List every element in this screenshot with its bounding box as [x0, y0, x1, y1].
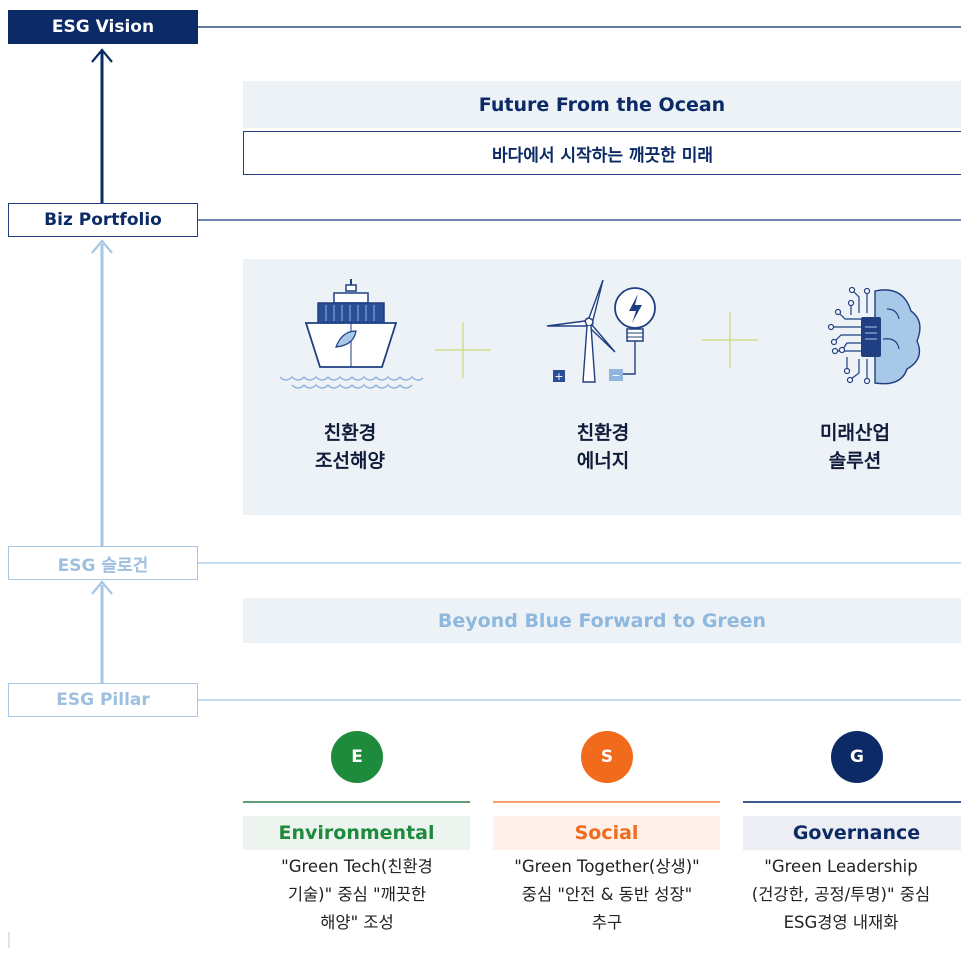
- vision-subtitle: 바다에서 시작하는 깨끗한 미래: [243, 131, 961, 175]
- level-label-portfolio: Biz Portfolio: [8, 203, 198, 237]
- plus-icon: [435, 322, 491, 378]
- portfolio-item-line1: 친환경: [323, 422, 377, 444]
- ai-brain-icon: [827, 286, 921, 385]
- svg-text:+: +: [554, 370, 563, 383]
- portfolio-item-line2: 솔루션: [828, 450, 882, 472]
- portfolio-item-future-solution: 미래산업 솔루션: [775, 419, 935, 475]
- plus-icon: [702, 312, 758, 368]
- portfolio-item-eco-shipbuilding: 친환경 조선해양: [270, 419, 430, 475]
- eco-ship-icon: [279, 279, 423, 389]
- pillar-name-governance: Governance: [743, 816, 961, 850]
- pillar-rule-e: [243, 801, 470, 803]
- pillar-name-social: Social: [493, 816, 720, 850]
- portfolio-item-line2: 조선해양: [315, 450, 385, 472]
- pillar-badge-g: G: [831, 731, 883, 783]
- pillar-desc-social: "Green Together(상생)" 중심 "안전 & 동반 성장" 추구: [514, 857, 700, 932]
- esg-slogan: Beyond Blue Forward to Green: [243, 598, 961, 643]
- pillar-rule-s: [493, 801, 720, 803]
- level-label-slogan: ESG 슬로건: [8, 546, 198, 580]
- portfolio-item-line1: 친환경: [576, 422, 630, 444]
- pillar-rule-g: [743, 801, 961, 803]
- pillar-badge-e: E: [331, 731, 383, 783]
- vision-title: Future From the Ocean: [243, 81, 961, 128]
- level-label-vision: ESG Vision: [8, 10, 198, 44]
- wind-energy-icon: + −: [546, 279, 656, 383]
- pillar-badge-s: S: [581, 731, 633, 783]
- pillar-name-environmental: Environmental: [243, 816, 470, 850]
- pillar-desc-governance: "Green Leadership (건강한, 공정/투명)" 중심 ESG경영…: [751, 857, 931, 932]
- svg-text:−: −: [611, 369, 620, 382]
- portfolio-item-eco-energy: 친환경 에너지: [523, 419, 683, 475]
- pillar-desc-environmental: "Green Tech(친환경 기술)" 중심 "깨끗한 해양" 조성: [281, 857, 433, 932]
- level-label-pillar: ESG Pillar: [8, 683, 198, 717]
- portfolio-item-line1: 미래산업: [820, 422, 890, 444]
- portfolio-panel: + − 친환경 조선해양 친환경 에너지 미래산업: [243, 259, 961, 515]
- portfolio-item-line2: 에너지: [576, 450, 630, 472]
